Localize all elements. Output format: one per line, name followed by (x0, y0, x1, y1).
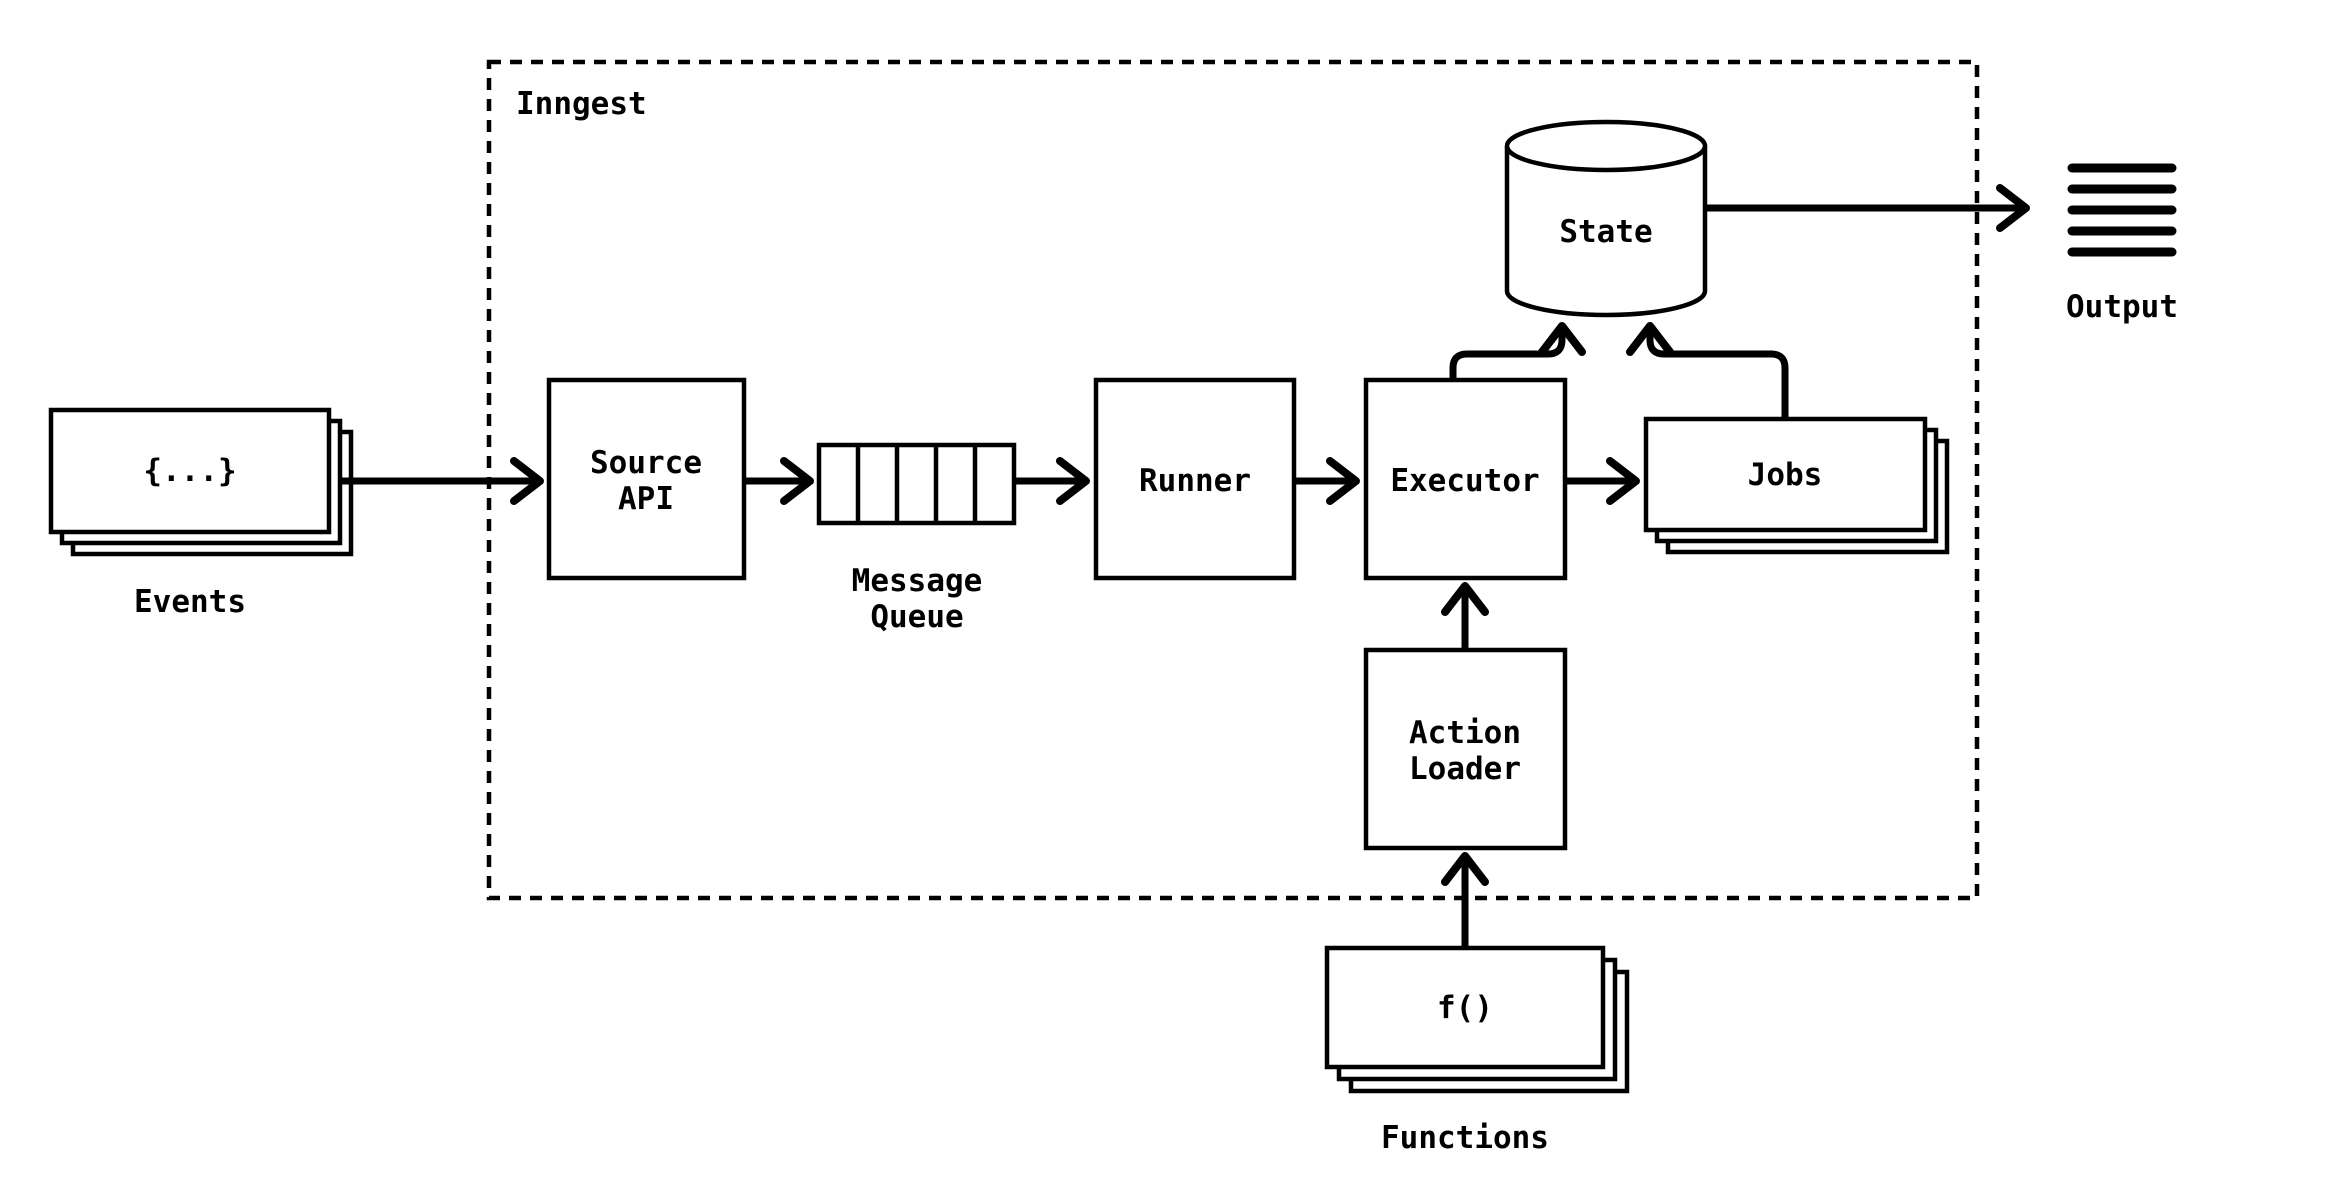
state-cylinder: State (1504, 119, 1708, 318)
output-label: Output (2066, 289, 2178, 325)
events-box (48, 407, 332, 535)
jobs-stack: Jobs (1643, 416, 1950, 555)
output-lines-icon (2067, 163, 2177, 257)
functions-box (1324, 945, 1606, 1070)
message-queue-icon (816, 442, 1017, 526)
arrow-executor-to-state (1449, 322, 1586, 378)
functions-stack: f() (1324, 945, 1630, 1094)
state-label: State (1559, 214, 1652, 250)
jobs-label: Jobs (1748, 457, 1823, 493)
message-queue-outline (816, 442, 1017, 526)
state-cylinder-body (1504, 146, 1708, 318)
action-loader-box (1363, 647, 1568, 851)
state-cylinder-top (1504, 119, 1708, 173)
functions-label: Functions (1381, 1120, 1549, 1156)
arrow-jobs-to-state (1626, 322, 1789, 417)
executor-box (1363, 377, 1568, 581)
action-loader-label-line1: Action (1409, 715, 1521, 751)
events-label: Events (134, 584, 246, 620)
source-api-label-line1: Source (590, 445, 702, 481)
action-loader-label-line2: Loader (1409, 751, 1521, 787)
events-box-text: {...} (143, 453, 236, 489)
events-stack: {...} (48, 407, 354, 557)
jobs-box (1643, 416, 1928, 533)
runner-label: Runner (1139, 463, 1251, 499)
functions-box-text: f() (1437, 990, 1493, 1026)
inngest-label: Inngest (516, 86, 647, 122)
message-queue-label-line1: Message (852, 563, 983, 599)
source-api-box (546, 377, 747, 581)
source-api-label-line2: API (618, 481, 674, 517)
executor-label: Executor (1390, 463, 1539, 499)
message-queue-label-line2: Queue (870, 599, 963, 635)
